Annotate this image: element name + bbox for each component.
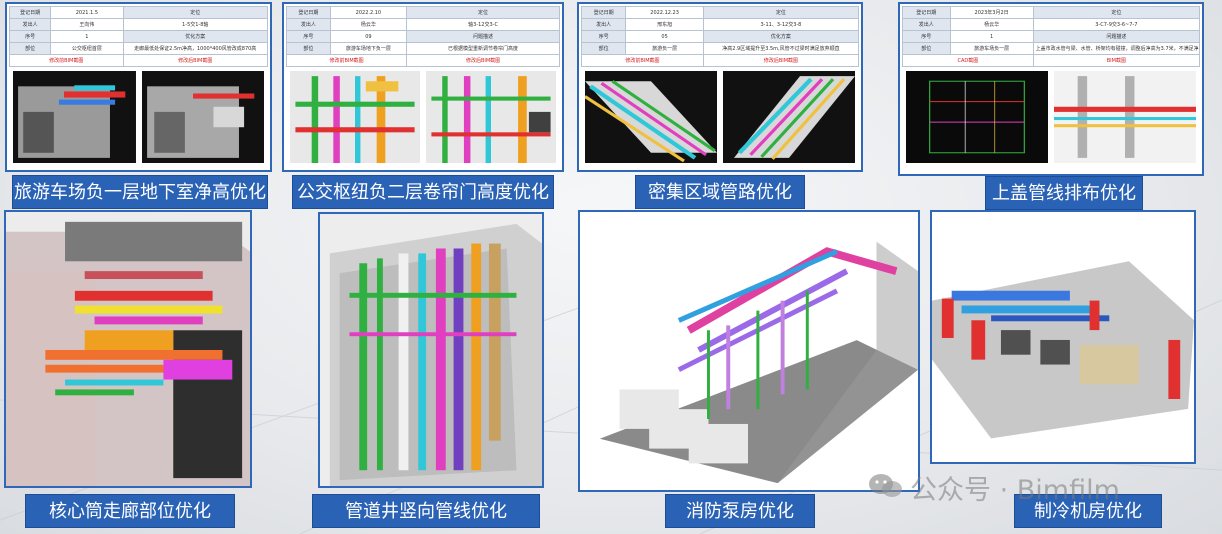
table-cell: 轴3-12交3-C: [406, 18, 560, 31]
record-table: 登记日期 2023年3月2日 定位 发出人 杨云华 3-C7-9交3-6~7-7…: [902, 6, 1201, 67]
table-cell: 王向伟: [50, 18, 124, 31]
table-cell: 3-C7-9交3-6~7-7: [1032, 18, 1201, 31]
table-cell: 定位: [406, 6, 560, 19]
bim-screenshot-before: [13, 71, 136, 163]
record-table: 登记日期 2022.2.10 定位 发出人 杨云华 轴3-12交3-C 序号 0…: [285, 6, 560, 67]
panel-4-title: 上盖管线排布优化: [985, 176, 1143, 210]
table-cell: 净高2.9区域提升至3.5m,风管不过梁时满足放弃顺直: [702, 42, 860, 55]
bim-screenshot-after: [723, 71, 855, 163]
table-cell: 定位: [702, 6, 860, 19]
table-cell: 序号: [902, 30, 951, 43]
cad-screenshot: [906, 71, 1048, 163]
table-cell: 发出人: [902, 18, 951, 31]
record-table: 登记日期 2021.1.5 定位 发出人 王向伟 1-5交1-8轴 序号 1 优…: [8, 6, 268, 67]
caption-before: 修改前BIM截图: [581, 54, 704, 67]
table-cell: 2022.12.23: [625, 6, 704, 19]
caption-cad: CAD截图: [902, 54, 1034, 67]
table-cell: 09: [329, 30, 408, 43]
bim-model-chiller-room: [930, 210, 1196, 464]
bim-model-pipe-shaft: [318, 212, 544, 488]
panel-2-title: 公交枢纽负二层卷帘门高度优化: [292, 175, 554, 209]
table-cell: 序号: [286, 30, 331, 43]
table-cell: 问题描述: [406, 30, 560, 43]
record-table: 登记日期 2022.12.23 定位 发出人 邢东旭 3-11、3-12交3-8…: [580, 6, 860, 67]
table-cell: 1-5交1-8轴: [122, 18, 268, 31]
table-cell: 上盖市政水管与梁、水管、桥架均有碰撞，调整后净高为3.7米，不满足净高要求: [1032, 42, 1201, 55]
record-sheet-panel-1: 登记日期 2021.1.5 定位 发出人 王向伟 1-5交1-8轴 序号 1 优…: [5, 2, 272, 172]
table-cell: 部位: [286, 42, 331, 55]
panel-7-title: 消防泵房优化: [665, 494, 815, 528]
table-cell: 杨云华: [329, 18, 408, 31]
table-cell: 1: [50, 30, 124, 43]
caption-bim: BIM截图: [1032, 54, 1201, 67]
record-sheet-panel-4: 登记日期 2023年3月2日 定位 发出人 杨云华 3-C7-9交3-6~7-7…: [898, 2, 1204, 176]
bim-screenshot-after: [141, 71, 264, 163]
bim-screenshot-after: [426, 71, 556, 163]
table-cell: 1: [949, 30, 1034, 43]
table-cell: 旅游车场负一层: [949, 42, 1034, 55]
table-cell: 3-11、3-12交3-8: [702, 18, 860, 31]
panel-3-title: 密集区域管路优化: [635, 175, 805, 209]
table-cell: 旅游负一层: [625, 42, 704, 55]
table-cell: 登记日期: [580, 6, 627, 19]
table-cell: 走廊最低处保证2.5m净高，1000*400风管改成870高: [122, 42, 268, 55]
table-cell: 2021.1.5: [50, 6, 124, 19]
bim-model-core-corridor: [4, 210, 252, 488]
bim-screenshot-before: [585, 71, 717, 163]
panel-6-title: 管道井竖向管线优化: [312, 494, 540, 528]
record-sheet-panel-2: 登记日期 2022.2.10 定位 发出人 杨云华 轴3-12交3-C 序号 0…: [282, 2, 564, 172]
table-cell: 部位: [902, 42, 951, 55]
table-cell: 发出人: [580, 18, 627, 31]
table-cell: 发出人: [286, 18, 331, 31]
table-cell: 公交枢纽首层: [50, 42, 124, 55]
table-cell: 2023年3月2日: [949, 6, 1034, 19]
bim-model-fire-pump-room: [578, 210, 920, 492]
caption-after: 修改后BIM截图: [702, 54, 860, 67]
watermark-text: 公众号 · Bimfilm: [910, 475, 1120, 506]
table-cell: 登记日期: [902, 6, 951, 19]
caption-before: 修改前BIM截图: [9, 54, 124, 67]
table-cell: 部位: [8, 42, 52, 55]
caption-before: 修改前BIM截图: [285, 54, 408, 67]
table-cell: 05: [625, 30, 704, 43]
bim-screenshot-before: [290, 71, 420, 163]
table-cell: 优化方案: [122, 30, 268, 43]
bim-screenshot: [1054, 71, 1196, 163]
wechat-icon: [869, 474, 902, 497]
caption-after: 修改后BIM截图: [122, 54, 268, 67]
panel-5-title: 核心筒走廊部位优化: [25, 494, 235, 528]
panel-1-title: 旅游车场负一层地下室净高优化: [12, 175, 268, 209]
table-cell: 杨云华: [949, 18, 1034, 31]
table-cell: 邢东旭: [625, 18, 704, 31]
table-cell: 已根据模型重新调节卷帘门高度: [406, 42, 560, 55]
table-cell: 问题描述: [1032, 30, 1201, 43]
table-cell: 旅游车场地下负一层: [329, 42, 408, 55]
table-cell: 序号: [580, 30, 627, 43]
caption-after: 修改后BIM截图: [406, 54, 560, 67]
table-cell: 定位: [122, 6, 268, 19]
table-cell: 定位: [1032, 6, 1201, 19]
table-cell: 部位: [580, 42, 627, 55]
record-sheet-panel-3: 登记日期 2022.12.23 定位 发出人 邢东旭 3-11、3-12交3-8…: [577, 2, 863, 172]
table-cell: 优化方案: [702, 30, 860, 43]
table-cell: 2022.2.10: [329, 6, 408, 19]
table-cell: 登记日期: [286, 6, 331, 19]
table-cell: 登记日期: [8, 6, 52, 19]
table-cell: 发出人: [8, 18, 52, 31]
table-cell: 序号: [8, 30, 52, 43]
panel-8-title: 制冷机房优化: [1014, 494, 1162, 528]
